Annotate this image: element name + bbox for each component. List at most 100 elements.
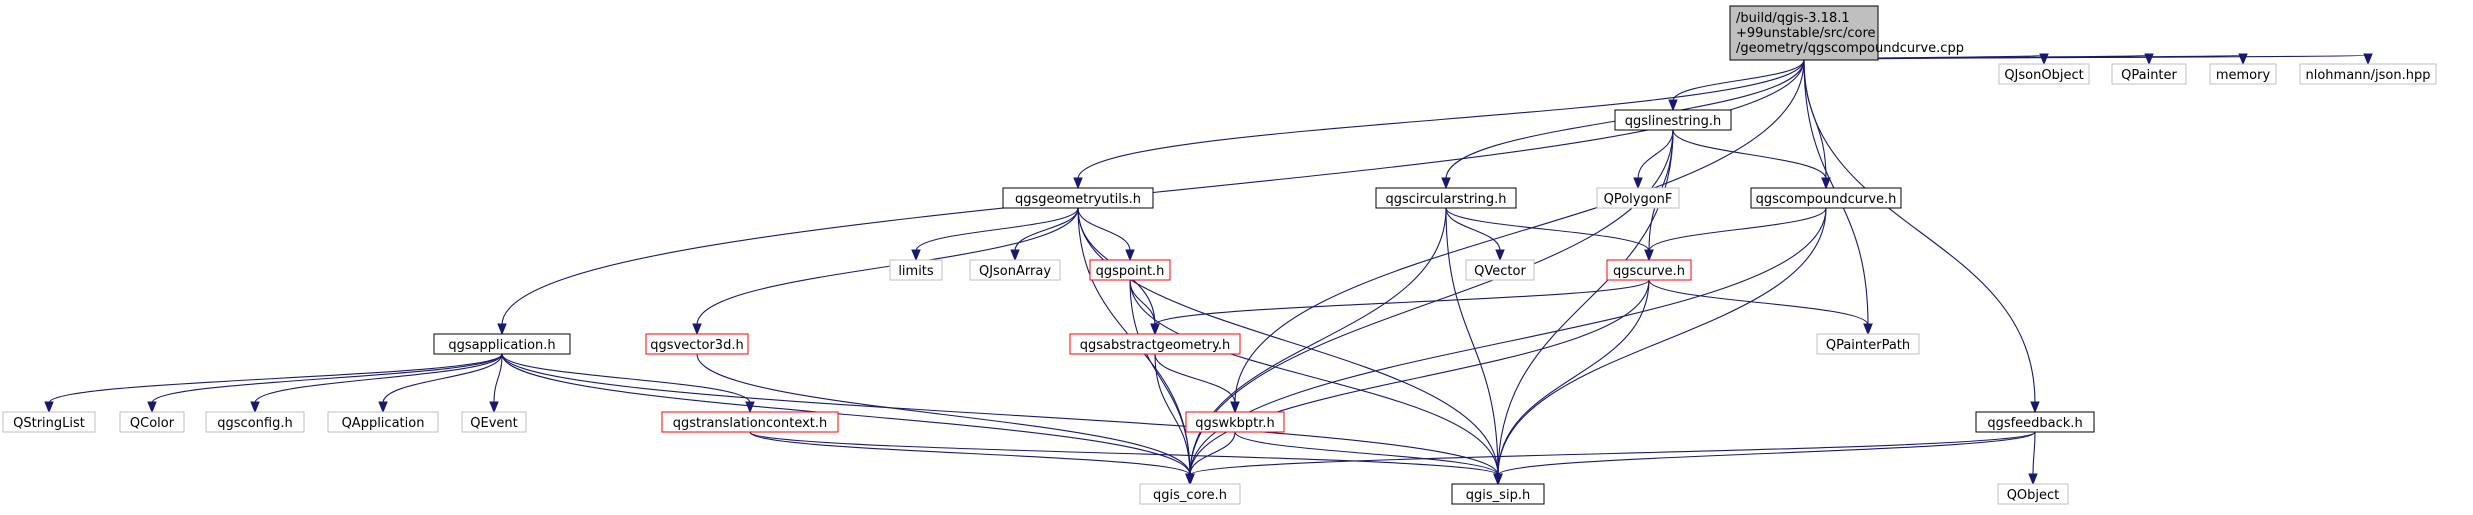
node-label: qgsapplication.h: [448, 338, 555, 353]
edge-root-to-qgsfeedback: [1803, 59, 2040, 414]
edge-qgsapplication-to-qgstranslationcontext: [501, 353, 755, 414]
edge-qgsabstractgeometry-to-qgswkbptr: [1154, 353, 1240, 414]
edge-qgscircularstring-to-qgis_sip: [1445, 207, 1503, 486]
edge-qgslinestring-to-qgscompoundcurve: [1672, 129, 1831, 190]
node-label: limits: [898, 264, 934, 279]
arrow-head-icon: [1073, 177, 1083, 190]
arrow-head-icon: [1125, 249, 1135, 262]
node-qgstranslationcontext[interactable]: qgstranslationcontext.h: [661, 411, 839, 433]
node-label: qgsconfig.h: [217, 416, 292, 431]
nodes-layer: /build/qgis-3.18.1 +99unstable/src/core …: [2, 5, 2437, 505]
node-label: qgis_core.h: [1153, 488, 1227, 503]
arrow-head-icon: [250, 401, 260, 414]
edge-qgsgeometryutils-to-qjsonarray: [1010, 207, 1079, 262]
node-qgscompoundcurve[interactable]: qgscompoundcurve.h: [1750, 187, 1902, 209]
node-qgsgeometryutils[interactable]: qgsgeometryutils.h: [1002, 187, 1154, 209]
edge-qgscurve-to-qgis_core: [1185, 279, 1650, 486]
node-qgswkbptr[interactable]: qgswkbptr.h: [1185, 411, 1285, 433]
node-label: QEvent: [470, 416, 517, 431]
node-qstringlist[interactable]: QStringList: [2, 411, 96, 433]
arrow-head-icon: [2144, 53, 2154, 66]
arrow-head-icon: [147, 401, 157, 414]
edge-qgslinestring-to-qpolygonf: [1633, 129, 1674, 190]
node-label: qgscurve.h: [1613, 264, 1685, 279]
node-label: qgspoint.h: [1096, 264, 1165, 279]
arrow-head-icon: [44, 401, 54, 414]
edge-qgsapplication-to-qcolor: [147, 353, 503, 414]
node-label: QVector: [1474, 264, 1526, 279]
node-qgslinestring[interactable]: qgslinestring.h: [1614, 109, 1732, 131]
node-qvector[interactable]: QVector: [1465, 259, 1535, 281]
edge-qgsfeedback-to-qgis_sip: [1493, 431, 2036, 486]
root-title-line-3: /geometry/qgscompoundcurve.cpp: [1736, 41, 1964, 56]
arrow-head-icon: [2039, 53, 2049, 66]
edge-qgsapplication-to-qgis_sip: [501, 353, 1503, 486]
arrow-head-icon: [489, 401, 499, 414]
edge-qgsgeometryutils-to-limits: [911, 207, 1079, 262]
node-label: qgstranslationcontext.h: [673, 416, 828, 431]
arrow-head-icon: [1668, 99, 1678, 112]
edge-qgsgeometryutils-to-qgspoint: [1077, 207, 1135, 262]
arrow-head-icon: [911, 249, 921, 262]
edge-qgslinestring-to-qgis_sip: [1493, 129, 1674, 486]
edge-qgscurve-to-qpainterpath: [1648, 279, 1873, 336]
edge-qgstranslationcontext-to-qgis_core: [749, 431, 1195, 486]
node-qcolor[interactable]: QColor: [119, 411, 185, 433]
node-qgis_core[interactable]: qgis_core.h: [1139, 483, 1241, 505]
node-root-file[interactable]: /build/qgis-3.18.1 +99unstable/src/core …: [1729, 5, 1964, 61]
node-qjsonobject[interactable]: QJsonObject: [1998, 63, 2090, 85]
node-qgscircularstring[interactable]: qgscircularstring.h: [1375, 187, 1517, 209]
arrow-head-icon: [1495, 249, 1505, 262]
node-qgsabstractgeometry[interactable]: qgsabstractgeometry.h: [1069, 333, 1241, 355]
node-label: QJsonArray: [979, 264, 1051, 279]
node-qapplication[interactable]: QApplication: [327, 411, 439, 433]
edge-qgscurve-to-qgsabstractgeometry: [1150, 279, 1650, 336]
edge-qgsfeedback-to-qgis_core: [1185, 431, 2036, 486]
node-label: qgis_sip.h: [1466, 488, 1530, 503]
arrow-head-icon: [1863, 323, 1873, 336]
node-qobject[interactable]: QObject: [1997, 483, 2069, 505]
node-label: QPolygonF: [1604, 192, 1673, 207]
node-label: QColor: [130, 416, 175, 431]
arrow-head-icon: [1493, 473, 1503, 486]
node-label: qgsfeedback.h: [1987, 416, 2082, 431]
node-qgsvector3d[interactable]: qgsvector3d.h: [645, 333, 749, 355]
node-memory[interactable]: memory: [2209, 63, 2277, 85]
edge-qgsapplication-to-qgis_core: [501, 353, 1195, 486]
arrow-head-icon: [1441, 177, 1451, 190]
arrow-head-icon: [1010, 249, 1020, 262]
edge-qgsfeedback-to-qobject: [2028, 431, 2038, 486]
node-qgis_sip[interactable]: qgis_sip.h: [1451, 483, 1545, 505]
node-qgsapplication[interactable]: qgsapplication.h: [433, 333, 571, 355]
root-title-line-2: +99unstable/src/core: [1736, 26, 1876, 41]
node-qpolygonf[interactable]: QPolygonF: [1596, 187, 1680, 209]
node-label: qgscircularstring.h: [1385, 192, 1506, 207]
node-qevent[interactable]: QEvent: [461, 411, 527, 433]
node-label: nlohmann/json.hpp: [2306, 68, 2431, 83]
edge-qgspoint-to-qgis_core: [1129, 279, 1195, 486]
node-label: QObject: [2007, 488, 2060, 503]
node-qgscurve[interactable]: qgscurve.h: [1606, 259, 1692, 281]
node-qjsonarray[interactable]: QJsonArray: [969, 259, 1061, 281]
node-label: QStringList: [13, 416, 85, 431]
node-label: qgscompoundcurve.h: [1756, 192, 1897, 207]
arrow-head-icon: [2238, 53, 2248, 66]
node-qgsfeedback[interactable]: qgsfeedback.h: [1975, 411, 2095, 433]
node-qpainterpath[interactable]: QPainterPath: [1816, 333, 1920, 355]
edge-qgscircularstring-to-qvector: [1445, 207, 1505, 262]
node-label: qgsabstractgeometry.h: [1080, 338, 1230, 353]
arrow-head-icon: [1821, 177, 1831, 190]
node-label: QPainter: [2121, 68, 2177, 83]
node-label: qgswkbptr.h: [1195, 416, 1275, 431]
edge-root-to-qgslinestring: [1668, 59, 1805, 112]
arrow-head-icon: [1644, 249, 1654, 262]
edge-root-to-qgsgeometryutils: [1073, 59, 1805, 190]
edge-qgsgeometryutils-to-qgsvector3d: [692, 207, 1079, 336]
node-nlohmann[interactable]: nlohmann/json.hpp: [2299, 63, 2437, 85]
node-qgsconfig[interactable]: qgsconfig.h: [205, 411, 305, 433]
node-limits[interactable]: limits: [889, 259, 943, 281]
node-qgspoint[interactable]: qgspoint.h: [1089, 259, 1171, 281]
arrow-head-icon: [1633, 177, 1643, 190]
arrow-head-icon: [745, 401, 755, 414]
node-qpainter[interactable]: QPainter: [2111, 63, 2187, 85]
